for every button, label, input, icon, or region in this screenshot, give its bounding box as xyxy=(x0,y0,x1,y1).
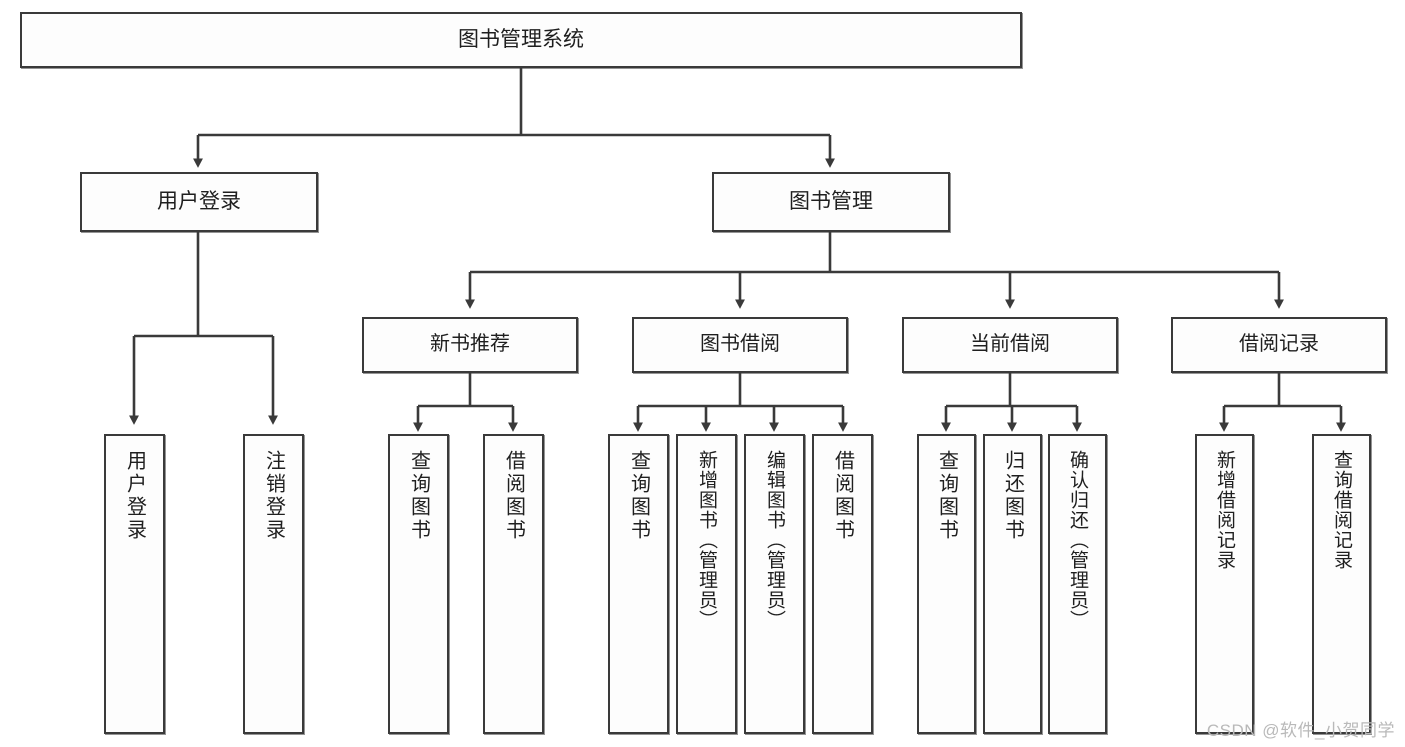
node-label: 图书管理系统 xyxy=(458,27,584,51)
node-user-login[interactable]: 用户登录 xyxy=(80,172,318,232)
node-book-management[interactable]: 图书管理 xyxy=(712,172,950,232)
node-label: 新书推荐 xyxy=(430,333,510,356)
node-borrow-record[interactable]: 借阅记录 xyxy=(1171,317,1387,373)
node-book-borrow[interactable]: 图书借阅 xyxy=(632,317,848,373)
watermark-text: CSDN @软件_小贺同学 xyxy=(1206,721,1395,740)
node-current-borrow[interactable]: 当前借阅 xyxy=(902,317,1118,373)
leaf-query-borrow-record[interactable]: 查询借阅记录 xyxy=(1312,434,1371,734)
node-label: 确认归还（管理员） xyxy=(1067,450,1088,630)
node-label: 查询图书 xyxy=(935,450,958,542)
node-label: 查询借阅记录 xyxy=(1331,450,1352,570)
node-label: 借阅记录 xyxy=(1239,333,1319,356)
leaf-logout-login[interactable]: 注销登录 xyxy=(243,434,304,734)
node-label: 新增图书（管理员） xyxy=(696,450,717,630)
leaf-return-book[interactable]: 归还图书 xyxy=(983,434,1042,734)
node-new-book-recommend[interactable]: 新书推荐 xyxy=(362,317,578,373)
node-label: 当前借阅 xyxy=(970,333,1050,356)
node-root-book-management-system[interactable]: 图书管理系统 xyxy=(20,12,1022,68)
node-label: 借阅图书 xyxy=(502,450,525,542)
node-label: 借阅图书 xyxy=(831,450,854,542)
leaf-add-book-admin[interactable]: 新增图书（管理员） xyxy=(676,434,737,734)
node-label: 编辑图书（管理员） xyxy=(764,450,785,630)
leaf-query-book-borrow[interactable]: 查询图书 xyxy=(608,434,669,734)
node-label: 用户登录 xyxy=(157,189,241,213)
node-label: 查询图书 xyxy=(407,450,430,542)
leaf-add-borrow-record[interactable]: 新增借阅记录 xyxy=(1195,434,1254,734)
leaf-query-book-recommend[interactable]: 查询图书 xyxy=(388,434,449,734)
leaf-edit-book-admin[interactable]: 编辑图书（管理员） xyxy=(744,434,805,734)
leaf-query-book-current[interactable]: 查询图书 xyxy=(917,434,976,734)
node-label: 新增借阅记录 xyxy=(1214,450,1235,570)
node-label: 图书管理 xyxy=(789,189,873,213)
node-label: 注销登录 xyxy=(262,450,285,542)
leaf-borrow-book-recommend[interactable]: 借阅图书 xyxy=(483,434,544,734)
node-label: 图书借阅 xyxy=(700,333,780,356)
node-label: 用户登录 xyxy=(123,450,146,542)
node-label: 归还图书 xyxy=(1001,450,1024,542)
leaf-borrow-book[interactable]: 借阅图书 xyxy=(812,434,873,734)
node-label: 查询图书 xyxy=(627,450,650,542)
leaf-user-login[interactable]: 用户登录 xyxy=(104,434,165,734)
leaf-confirm-return-admin[interactable]: 确认归还（管理员） xyxy=(1048,434,1107,734)
